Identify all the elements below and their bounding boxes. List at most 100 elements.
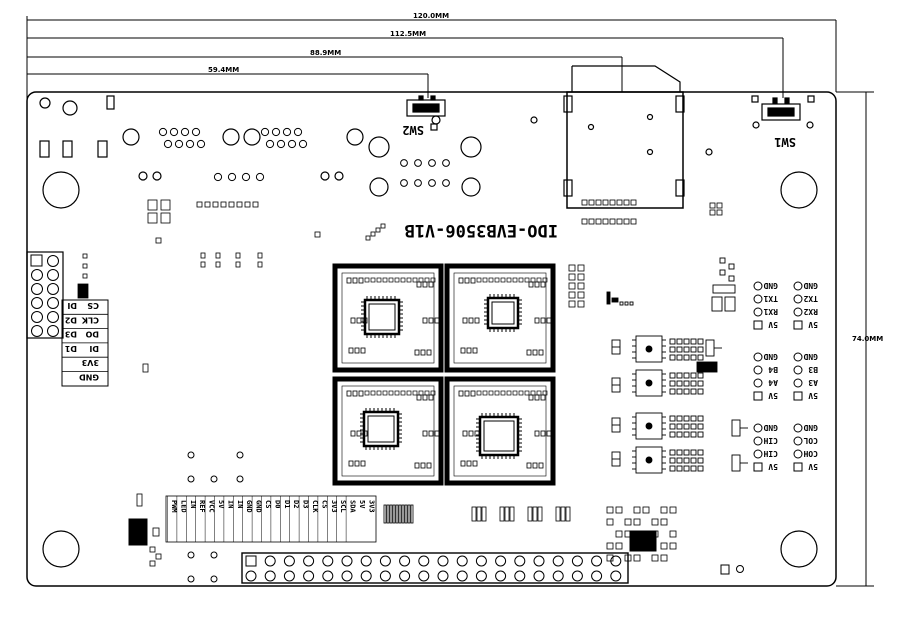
passive — [422, 281, 428, 288]
passive — [683, 423, 690, 430]
header-label: CIH — [763, 449, 778, 458]
resistor-array — [537, 506, 543, 522]
header-pin — [418, 570, 430, 582]
passive — [356, 430, 362, 437]
passive — [388, 277, 394, 283]
passive — [728, 263, 735, 270]
header-pin — [31, 311, 43, 323]
bottom-label: REF — [198, 500, 206, 513]
passive — [690, 431, 697, 438]
resistor-row — [410, 504, 414, 524]
db-hole — [414, 179, 422, 187]
passive — [348, 347, 354, 354]
passive — [690, 388, 697, 395]
passive — [414, 349, 420, 356]
module-inner — [453, 385, 547, 477]
passive — [690, 457, 697, 464]
passive — [676, 449, 683, 456]
passive — [428, 430, 434, 437]
pad — [581, 218, 588, 225]
header-pin — [31, 283, 43, 295]
module-inner — [341, 272, 435, 364]
ic-mark — [645, 345, 653, 353]
passive — [434, 430, 440, 437]
passive — [422, 317, 428, 324]
header-pin — [47, 269, 59, 281]
passive — [651, 518, 659, 526]
chip — [486, 296, 520, 330]
pad — [577, 291, 585, 299]
header-pin — [47, 255, 59, 267]
db-hole — [414, 159, 422, 167]
passive — [669, 457, 676, 464]
module-inner — [341, 385, 435, 477]
passive — [719, 257, 726, 264]
bottom-label: VCC — [208, 500, 216, 513]
passive — [506, 277, 512, 283]
header-pad — [793, 436, 803, 446]
passive — [468, 430, 474, 437]
header-pad — [753, 294, 763, 304]
passive — [460, 460, 466, 467]
jtag-pin: D2 — [65, 315, 77, 324]
ic-chip — [635, 412, 663, 440]
passive — [690, 338, 697, 345]
pad — [629, 301, 634, 306]
dim-88: 88.9MM — [310, 49, 341, 57]
passive — [362, 317, 368, 324]
passive — [683, 431, 690, 438]
bottom-label: IN — [226, 500, 234, 508]
passive — [470, 277, 476, 284]
passive — [420, 349, 426, 356]
pad — [577, 264, 585, 272]
header-pin — [514, 555, 526, 567]
passive — [536, 390, 542, 396]
pad — [619, 301, 624, 306]
passive — [676, 423, 683, 430]
passive — [633, 554, 641, 562]
header-pin — [456, 570, 468, 582]
pad — [244, 201, 251, 208]
passive — [466, 347, 472, 354]
passive — [633, 518, 641, 526]
pad — [200, 252, 206, 259]
pad — [602, 199, 609, 206]
resistor-array — [471, 506, 477, 522]
passive — [676, 431, 683, 438]
header-pin — [399, 570, 411, 582]
pad — [568, 264, 576, 272]
passive — [690, 346, 697, 353]
right-header-labels: GNDTX1RX15VGNDTX2RX25VGNDB4A45VGNDB3A35V… — [753, 281, 818, 472]
transistor — [705, 339, 715, 357]
passive — [676, 380, 683, 387]
passive — [466, 460, 472, 467]
header-pin — [514, 570, 526, 582]
pad — [577, 273, 585, 281]
header-label: GND — [803, 423, 818, 432]
passive — [676, 457, 683, 464]
header-pad-square — [753, 320, 763, 330]
passive — [458, 390, 464, 397]
passive — [534, 281, 540, 288]
passive — [136, 493, 143, 507]
module-frame — [444, 376, 556, 486]
resistor-row — [404, 504, 408, 524]
passive — [683, 388, 690, 395]
passive — [428, 317, 434, 324]
label-sw1: SW1 — [774, 135, 796, 149]
header-pin — [495, 555, 507, 567]
passive — [676, 388, 683, 395]
passive — [633, 542, 641, 550]
passive — [430, 390, 436, 396]
pad — [160, 212, 171, 224]
passive — [370, 277, 376, 283]
passive — [346, 277, 352, 284]
header-pad — [793, 352, 803, 362]
resistor-array — [560, 506, 566, 522]
header-pin — [31, 325, 43, 337]
passive — [352, 277, 358, 284]
passive — [540, 394, 546, 401]
bottom-misc — [128, 451, 744, 583]
header-pin — [475, 570, 487, 582]
bottom-label: SCL — [339, 500, 347, 513]
